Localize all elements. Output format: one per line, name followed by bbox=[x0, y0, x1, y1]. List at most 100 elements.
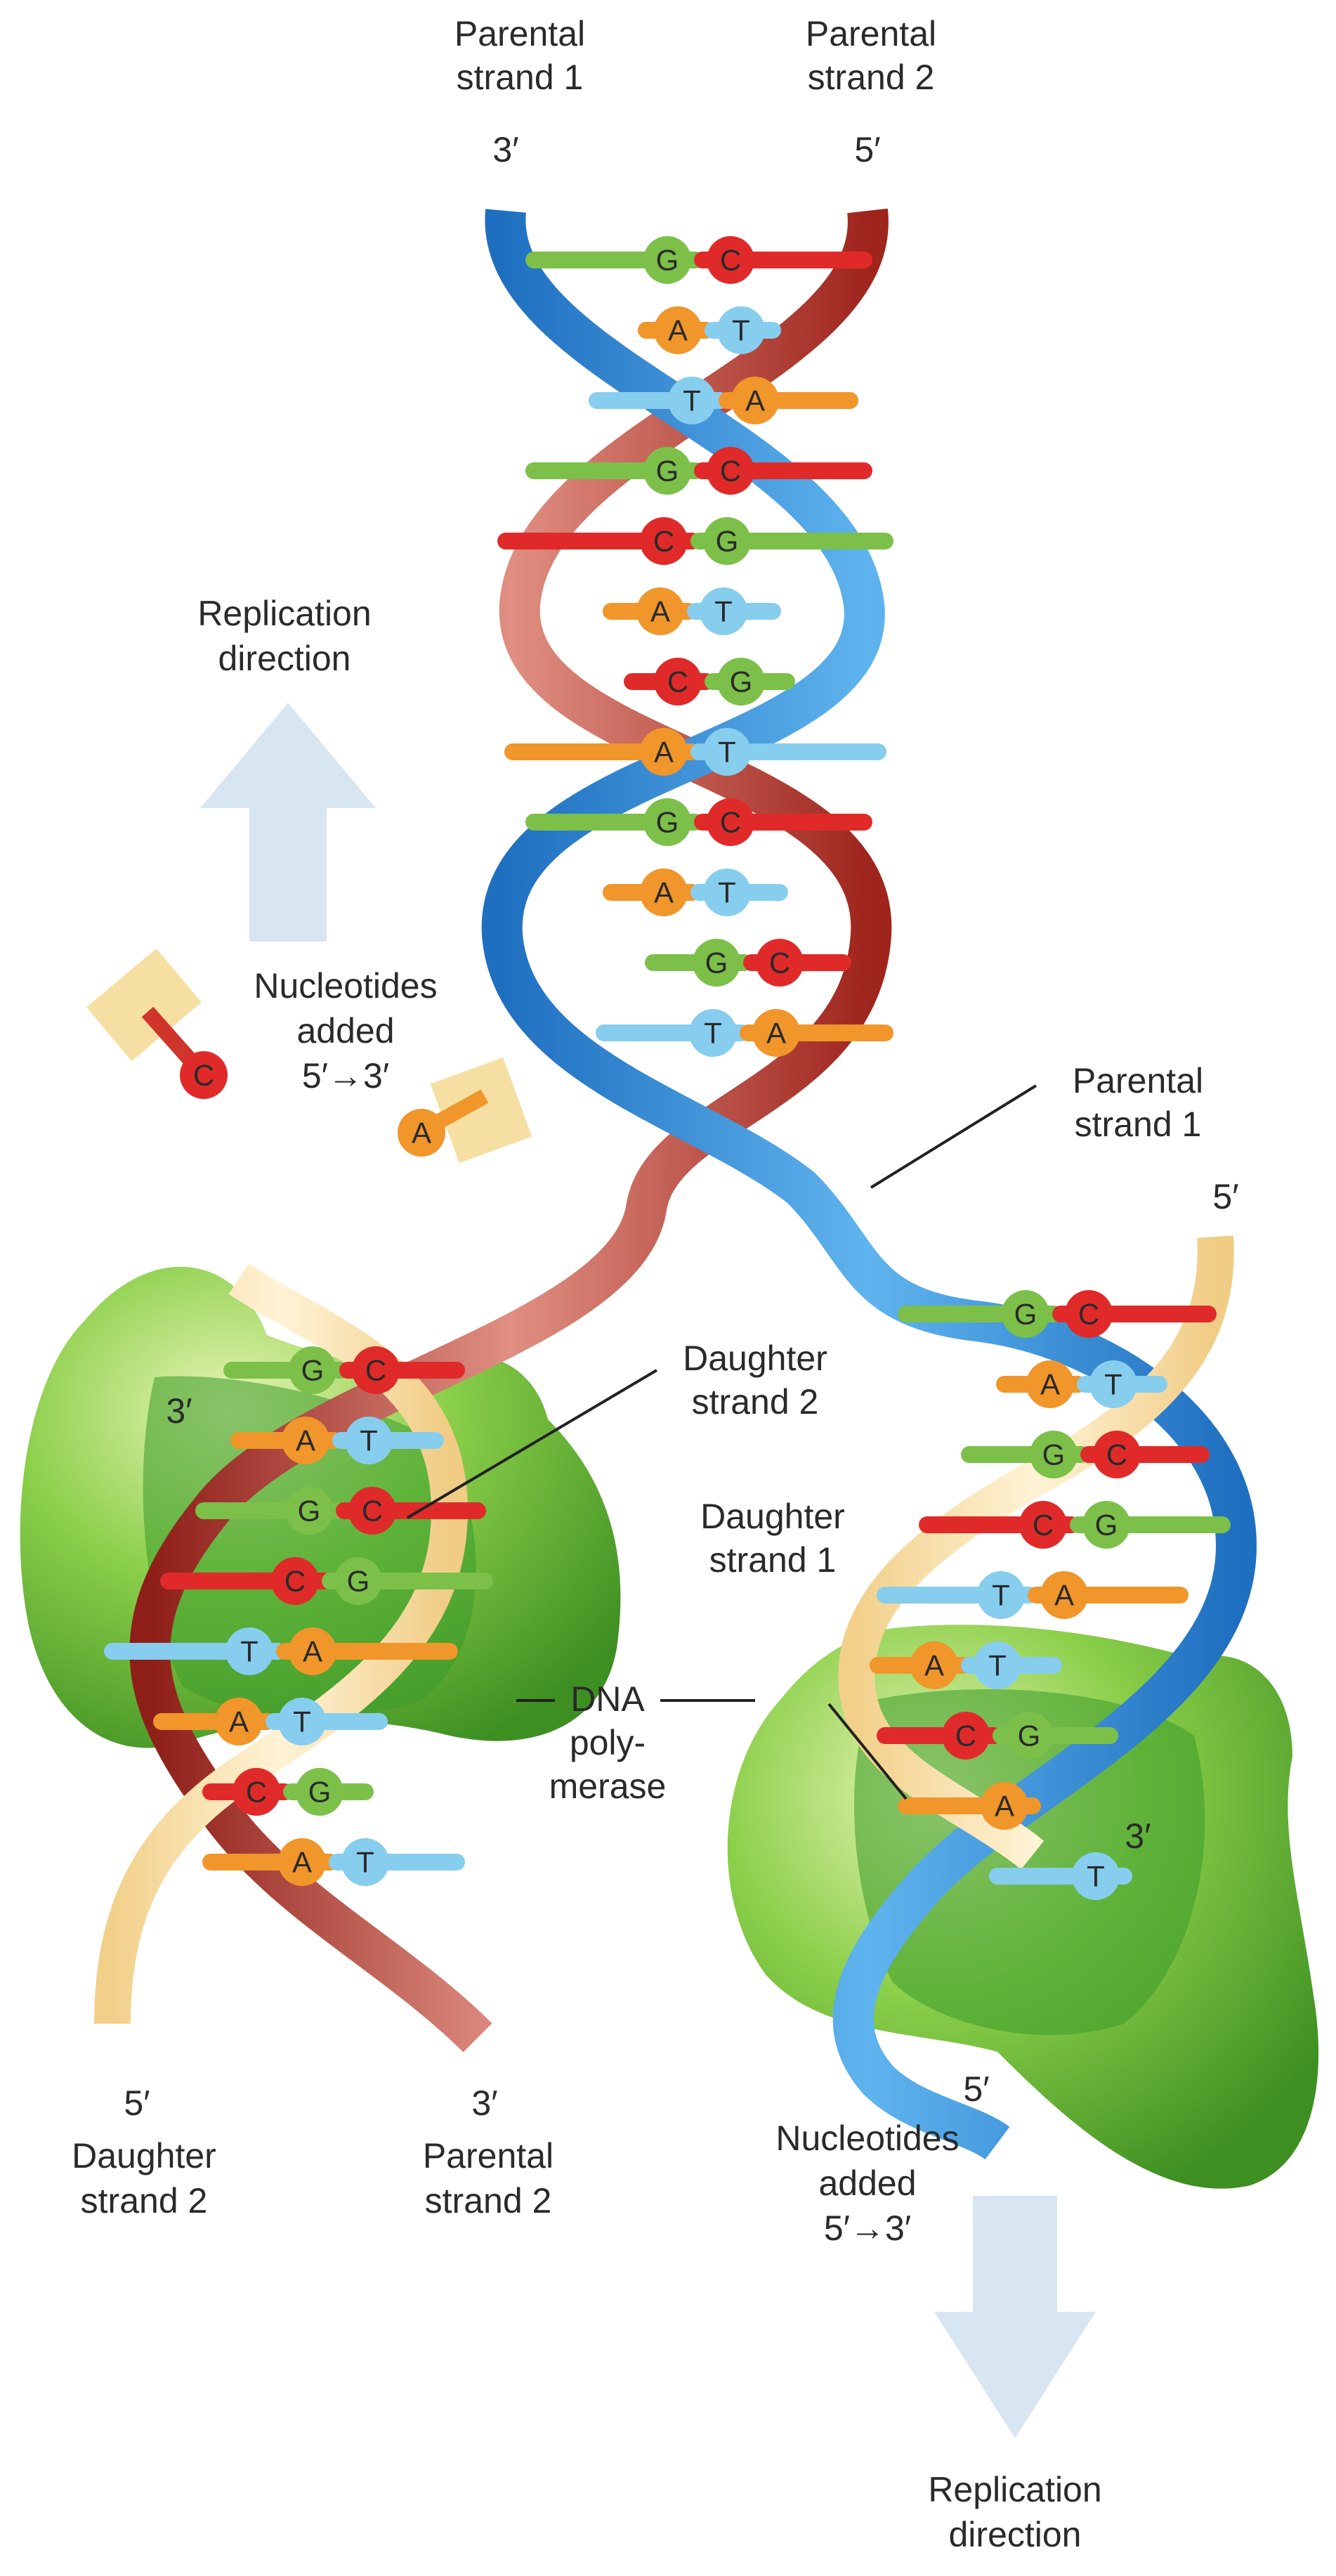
base-t-letter: T bbox=[704, 1017, 722, 1050]
free-nucleotide-a: A bbox=[398, 1057, 532, 1164]
base-c-circle bbox=[756, 939, 804, 987]
label-right-3prime: 3′ bbox=[1125, 1816, 1151, 1856]
base-a-circle bbox=[752, 1009, 800, 1057]
base-c-letter: C bbox=[667, 665, 688, 698]
base-c-letter: C bbox=[955, 1719, 976, 1752]
base-t-circle bbox=[974, 1641, 1021, 1689]
base-t-letter: T bbox=[718, 876, 736, 909]
base-t-letter: T bbox=[1087, 1860, 1105, 1893]
base-a-letter: A bbox=[303, 1635, 322, 1668]
base-t-letter: T bbox=[718, 736, 736, 769]
base-c-circle bbox=[707, 236, 754, 284]
leader-daughter-strand-1 bbox=[827, 1703, 908, 1800]
base-a-circle bbox=[640, 728, 688, 776]
base-t-circle bbox=[345, 1417, 393, 1464]
base-c-letter: C bbox=[1106, 1438, 1127, 1471]
free-nucleotide-a-base bbox=[398, 1109, 445, 1157]
base-t-letter: T bbox=[1104, 1368, 1122, 1401]
label-top-3prime: 3′ bbox=[492, 130, 518, 169]
base-t-letter: T bbox=[356, 1846, 374, 1879]
base-g-circle bbox=[1082, 1501, 1130, 1549]
base-t-circle bbox=[1072, 1852, 1120, 1900]
base-a-letter: A bbox=[229, 1705, 249, 1738]
base-g-letter: G bbox=[705, 947, 728, 980]
base-a-letter: A bbox=[654, 736, 674, 769]
label-bottom-left-3prime: 3′ bbox=[471, 2083, 497, 2123]
label-left-3prime: 3′ bbox=[166, 1391, 192, 1431]
base-c-letter: C bbox=[720, 455, 741, 488]
base-a-circle bbox=[282, 1417, 329, 1464]
base-c-letter: C bbox=[720, 806, 741, 839]
base-g-letter: G bbox=[1095, 1509, 1118, 1542]
label-bottom-left-5prime: 5′ bbox=[124, 2083, 150, 2123]
dna-polymerase-right bbox=[727, 1625, 1319, 2189]
base-g-letter: G bbox=[301, 1354, 325, 1387]
base-t-letter: T bbox=[240, 1635, 258, 1668]
base-c-letter: C bbox=[1078, 1298, 1099, 1331]
base-a-letter: A bbox=[924, 1649, 944, 1682]
base-g-circle bbox=[1005, 1712, 1053, 1759]
base-g-letter: G bbox=[1018, 1719, 1041, 1752]
base-c-letter: C bbox=[246, 1776, 267, 1809]
base-a-circle bbox=[640, 869, 688, 916]
base-c-circle bbox=[348, 1487, 396, 1535]
base-g-circle bbox=[289, 1346, 336, 1394]
parental-strand-2-ribbon bbox=[129, 208, 892, 2053]
base-g-circle bbox=[334, 1557, 382, 1605]
base-t-circle bbox=[717, 306, 765, 354]
base-t-letter: T bbox=[714, 595, 733, 628]
base-a-letter: A bbox=[1040, 1368, 1060, 1401]
base-c-circle bbox=[707, 447, 754, 495]
base-g-circle bbox=[285, 1487, 333, 1535]
base-c-circle bbox=[654, 658, 702, 705]
base-g-letter: G bbox=[656, 244, 679, 277]
base-a-letter: A bbox=[292, 1846, 312, 1879]
base-t-circle bbox=[703, 869, 751, 916]
base-a-circle bbox=[731, 377, 779, 424]
base-g-letter: G bbox=[730, 665, 753, 698]
base-t-circle bbox=[341, 1838, 389, 1886]
base-a-circle bbox=[910, 1641, 958, 1689]
base-c-letter: C bbox=[284, 1565, 306, 1598]
base-c-circle bbox=[942, 1712, 990, 1759]
base-a-letter: A bbox=[668, 314, 688, 347]
base-g-circle bbox=[296, 1768, 343, 1816]
base-a-circle bbox=[654, 306, 702, 354]
base-a-letter: A bbox=[766, 1017, 786, 1050]
base-g-letter: G bbox=[656, 806, 679, 839]
base-a-letter: A bbox=[650, 595, 670, 628]
base-g-letter: G bbox=[308, 1776, 332, 1809]
replication-arrow-up bbox=[200, 703, 376, 942]
base-g-circle bbox=[643, 798, 691, 846]
base-t-letter: T bbox=[360, 1424, 378, 1457]
base-t-circle bbox=[225, 1627, 273, 1675]
base-c-circle bbox=[352, 1346, 400, 1394]
base-g-letter: G bbox=[716, 525, 739, 558]
free-nucleotide-a-letter: A bbox=[412, 1117, 431, 1150]
